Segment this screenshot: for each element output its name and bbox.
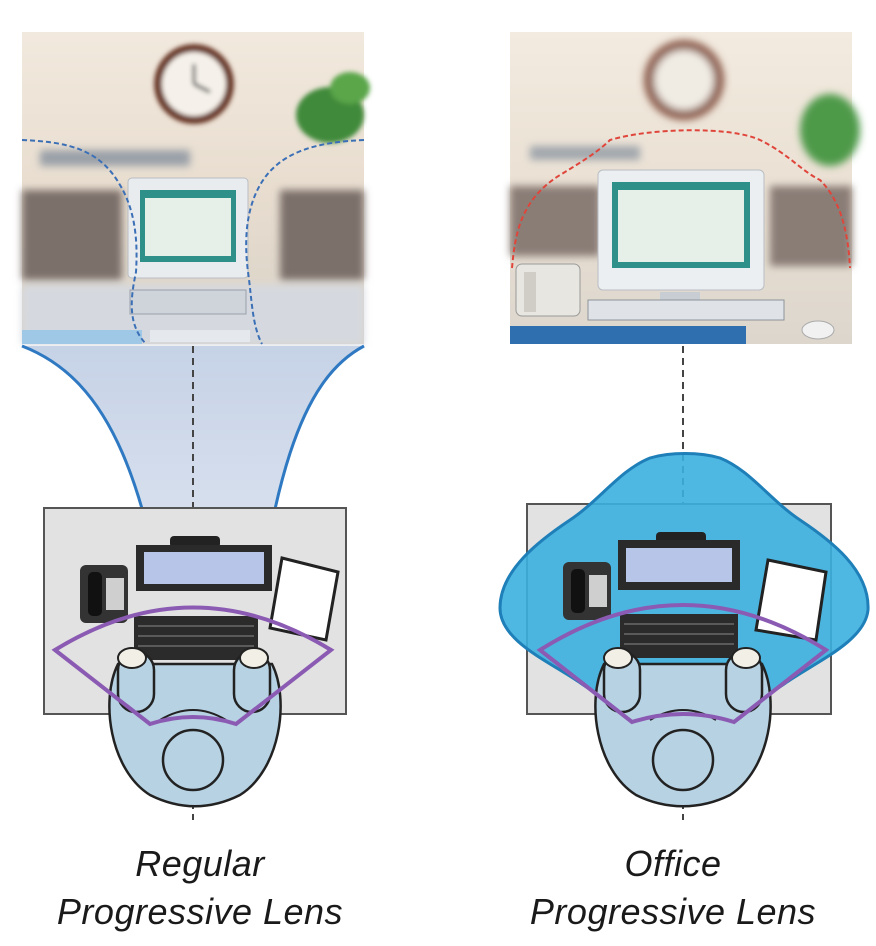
monitor-topdown <box>136 536 272 591</box>
telephone <box>80 565 128 623</box>
regular-view-arc <box>51 605 335 727</box>
office-view-arc <box>536 603 830 725</box>
computer-monitor-office <box>510 169 835 344</box>
regular-clear-zone-outline <box>21 139 365 345</box>
computer-monitor <box>22 177 250 344</box>
office-caption-line1: Office <box>624 843 722 884</box>
regular-office-photo <box>21 32 370 345</box>
notepad-office <box>754 558 828 642</box>
regular-lens-panel <box>21 32 370 820</box>
monitor-topdown-office <box>618 532 740 590</box>
regular-caption-line2: Progressive Lens <box>56 891 344 932</box>
notepad <box>268 556 340 642</box>
office-lens-caption: Office Progressive Lens <box>488 840 858 936</box>
wall-clock-blurred <box>644 40 724 120</box>
wall-clock <box>154 44 234 124</box>
office-photo <box>510 32 860 344</box>
plant <box>296 72 370 143</box>
office-person <box>594 647 772 808</box>
keyboard <box>134 616 258 660</box>
telephone-office <box>563 562 611 620</box>
office-caption-line2: Progressive Lens <box>529 891 817 932</box>
regular-person <box>108 647 282 808</box>
keyboard-office <box>620 614 738 658</box>
regular-caption-line1: Regular <box>135 843 265 884</box>
regular-lens-caption: Regular Progressive Lens <box>20 840 380 936</box>
desk-phone <box>515 263 581 317</box>
office-clear-zone-outline <box>511 129 851 269</box>
office-lens-panel <box>498 32 870 820</box>
